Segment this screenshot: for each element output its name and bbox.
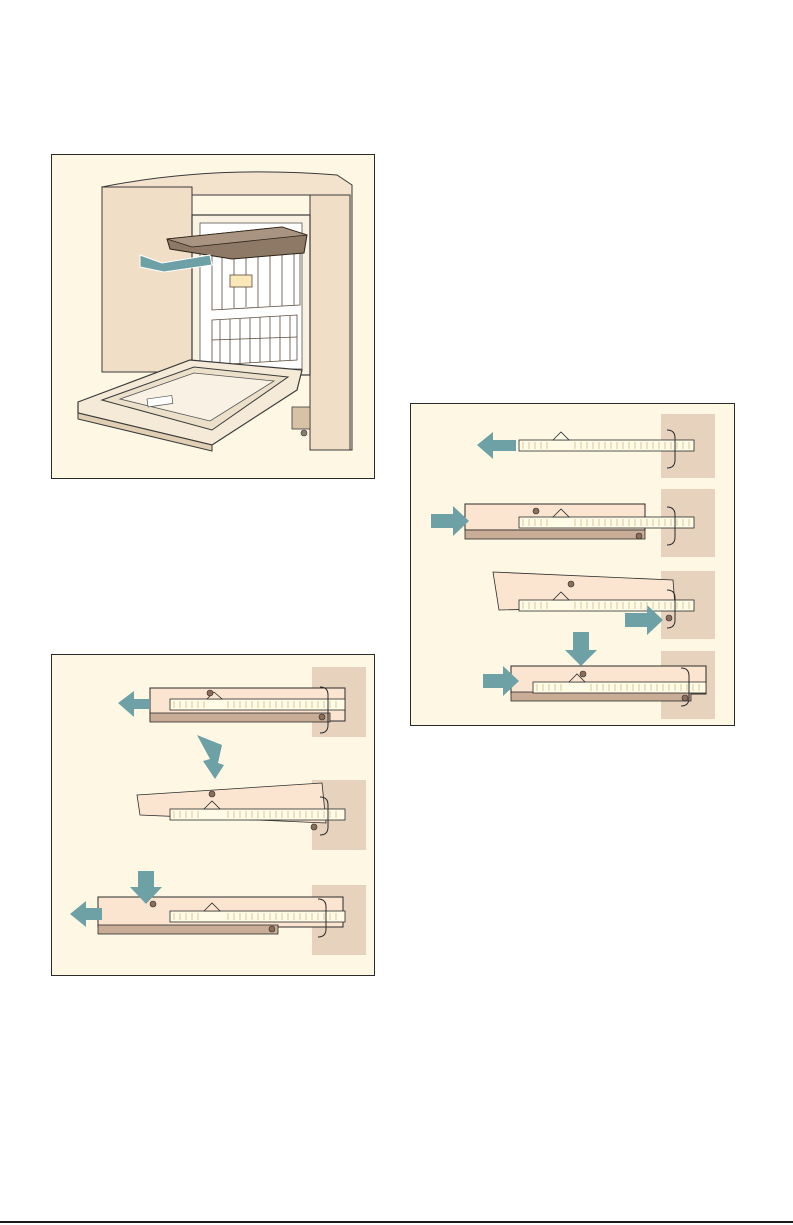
step-2 (137, 735, 366, 850)
rack-adjust-figure-a (51, 654, 375, 976)
step-1 (118, 667, 366, 737)
step-2 (431, 489, 715, 557)
page-bottom-rule (0, 1221, 793, 1223)
dishwasher-figure-panel (51, 154, 375, 479)
step-3 (70, 871, 366, 955)
step-1 (477, 414, 715, 478)
rail-slide-diagram (52, 655, 375, 976)
dishwasher-illustration (52, 155, 375, 479)
rack-adjust-figure-b (410, 403, 735, 726)
rail-slide-diagram (411, 404, 735, 726)
step-4 (483, 632, 715, 719)
step-3 (493, 571, 715, 639)
